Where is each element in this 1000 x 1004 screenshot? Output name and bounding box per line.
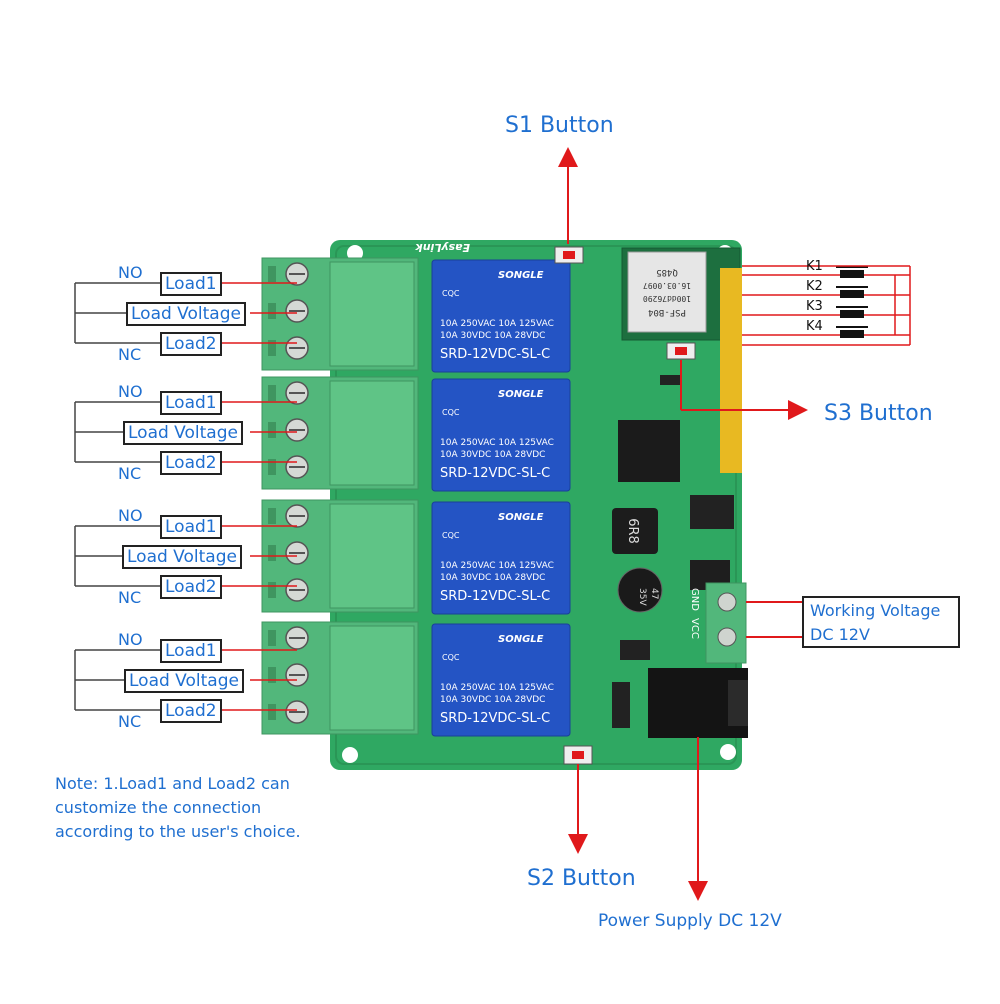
load2-label: Load2 xyxy=(160,332,222,356)
load-voltage-label: Load Voltage xyxy=(126,302,246,326)
relay-body xyxy=(431,378,571,492)
nc-label: NC xyxy=(118,345,142,364)
relay-cert: CQC xyxy=(442,653,460,662)
load1-label: Load1 xyxy=(160,391,222,415)
relay-model: SRD-12VDC-SL-C xyxy=(440,711,550,726)
working-voltage-line-1: Working Voltage xyxy=(810,601,941,620)
s2-button-label: S2 Button xyxy=(527,866,636,891)
relays: SONGLE CQC 10A 250VAC 10A 125VAC 10A 30VDC … xyxy=(431,259,571,737)
relay-body xyxy=(431,259,571,373)
cap-label-2: 35V xyxy=(637,588,647,606)
relay-model: SRD-12VDC-SL-C xyxy=(440,466,550,481)
relay-brand: SONGLE xyxy=(498,270,544,281)
nc-label: NC xyxy=(118,588,142,607)
note-text: Note: 1.Load1 and Load2 can customize th… xyxy=(55,772,355,844)
s3-button-label: S3 Button xyxy=(824,401,933,426)
cap-label-1: 47 xyxy=(649,588,659,599)
load2-label: Load2 xyxy=(160,451,222,475)
pin-gnd: GND xyxy=(689,588,700,611)
module-line-2: 100dd76290 xyxy=(643,294,691,303)
terminal-brackets xyxy=(74,282,297,711)
nc-label: NC xyxy=(118,464,142,483)
load1-label: Load1 xyxy=(160,272,222,296)
components: PSF-B04 100dd76290 16.03.0097 Q485 6R8 4… xyxy=(554,246,748,765)
load-voltage-label: Load Voltage xyxy=(122,545,242,569)
module-line-1: PSF-B04 xyxy=(648,307,686,317)
relay-body xyxy=(431,501,571,615)
note-line-3: according to the user's choice. xyxy=(55,822,301,841)
load-voltage-label: Load Voltage xyxy=(123,421,243,445)
no-label: NO xyxy=(118,506,143,525)
s1-button-label: S1 Button xyxy=(505,113,614,138)
relay-rating-2: 10A 30VDC 10A 28VDC xyxy=(440,331,545,341)
note-line-1: Note: 1.Load1 and Load2 can xyxy=(55,774,290,793)
relay-brand: SONGLE xyxy=(498,634,544,645)
relay-cert: CQC xyxy=(442,289,460,298)
relay-body xyxy=(431,623,571,737)
load2-label: Load2 xyxy=(160,575,222,599)
load2-label: Load2 xyxy=(160,699,222,723)
relay-cert: CQC xyxy=(442,408,460,417)
working-voltage-box: Working Voltage DC 12V xyxy=(802,596,960,648)
relay-rating-2: 10A 30VDC 10A 28VDC xyxy=(440,450,545,460)
load-voltage-label: Load Voltage xyxy=(124,669,244,693)
relay-rating-1: 10A 250VAC 10A 125VAC xyxy=(440,438,554,448)
relay-model: SRD-12VDC-SL-C xyxy=(440,347,550,362)
silkscreen-text: EasyLink xyxy=(415,241,470,254)
nc-label: NC xyxy=(118,712,142,731)
relay-rating-2: 10A 30VDC 10A 28VDC xyxy=(440,573,545,583)
module-line-4: Q485 xyxy=(656,267,678,277)
relay-rating-1: 10A 250VAC 10A 125VAC xyxy=(440,683,554,693)
relay-cert: CQC xyxy=(442,531,460,540)
relay-rating-1: 10A 250VAC 10A 125VAC xyxy=(440,561,554,571)
working-voltage-line-2: DC 12V xyxy=(810,625,870,644)
relay-brand: SONGLE xyxy=(498,512,544,523)
switch-label-k4: K4 xyxy=(806,319,823,334)
relay-rating-2: 10A 30VDC 10A 28VDC xyxy=(440,695,545,705)
arrows xyxy=(558,147,808,901)
power-supply-label: Power Supply DC 12V xyxy=(598,911,782,931)
load1-label: Load1 xyxy=(160,639,222,663)
module-line-3: 16.03.0097 xyxy=(643,281,691,290)
no-label: NO xyxy=(118,263,143,282)
no-label: NO xyxy=(118,382,143,401)
switch-label-k1: K1 xyxy=(806,259,823,274)
switch-lines xyxy=(742,265,911,346)
relay-rating-1: 10A 250VAC 10A 125VAC xyxy=(440,319,554,329)
no-label: NO xyxy=(118,630,143,649)
switch-label-k2: K2 xyxy=(806,279,823,294)
pin-vcc: VCC xyxy=(689,618,700,639)
relay-model: SRD-12VDC-SL-C xyxy=(440,589,550,604)
terminal-blocks xyxy=(261,257,419,735)
relay-brand: SONGLE xyxy=(498,389,544,400)
inductor-label: 6R8 xyxy=(625,518,640,544)
switch-label-k3: K3 xyxy=(806,299,823,314)
note-line-2: customize the connection xyxy=(55,798,262,817)
load1-label: Load1 xyxy=(160,515,222,539)
